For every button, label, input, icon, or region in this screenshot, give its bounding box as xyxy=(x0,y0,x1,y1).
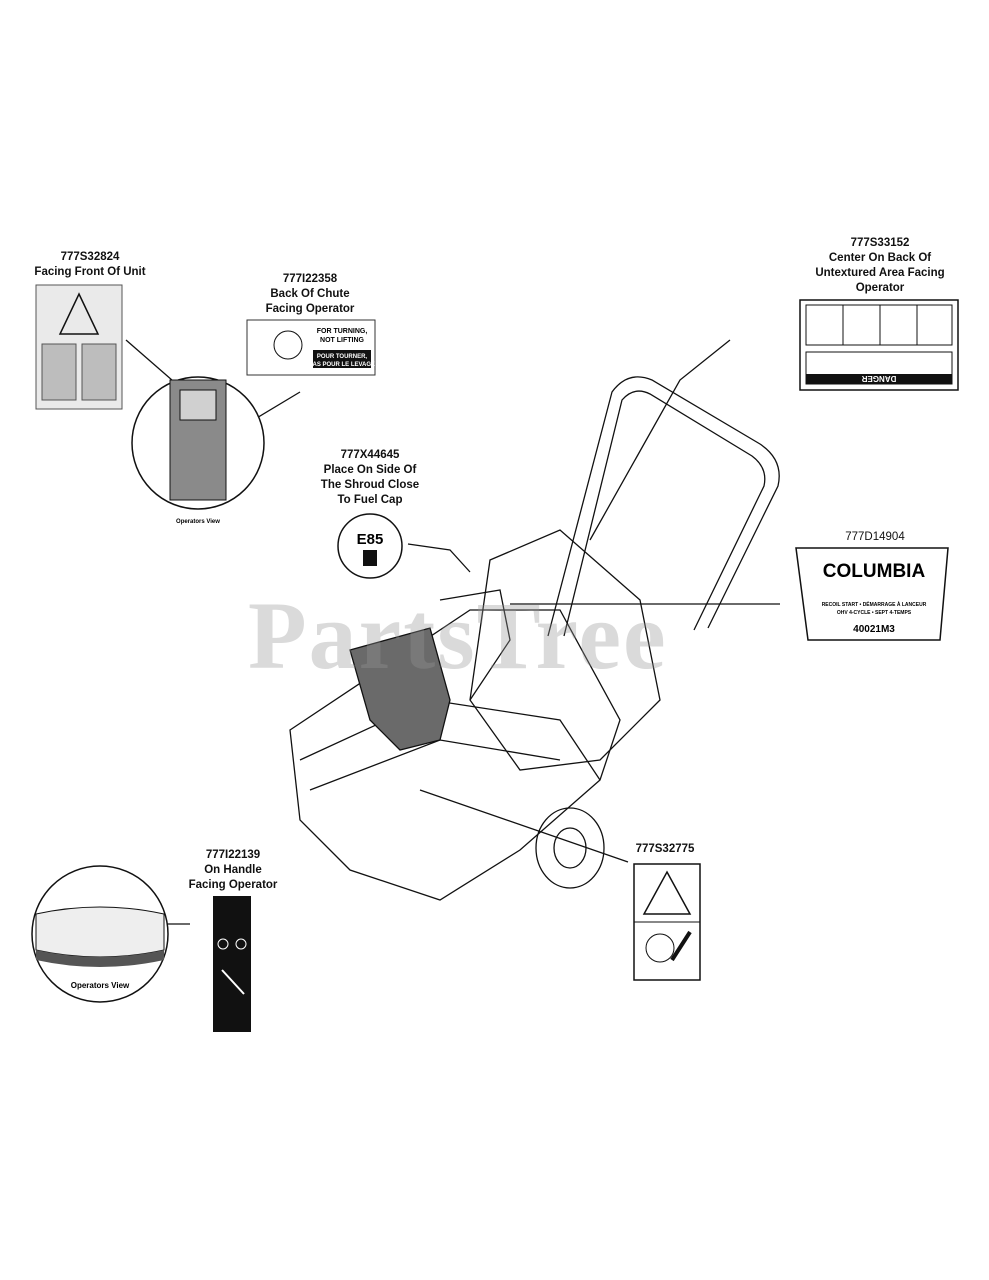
wheel xyxy=(535,807,605,889)
callout-777D14904: 777D14904 xyxy=(820,530,930,545)
operator-view-circle-2 xyxy=(31,865,169,1003)
decal-777S32824 xyxy=(35,284,123,410)
watermark: PartsTree xyxy=(248,582,668,689)
part-number: 777S32824 xyxy=(60,251,120,263)
callout-777S32824: 777S32824 Facing Front Of Unit xyxy=(10,250,170,280)
callout-777S32775: 777S32775 xyxy=(610,842,720,857)
e85-label: E85 xyxy=(357,531,384,548)
chute-decal-line-1: FOR TURNING, xyxy=(317,328,368,335)
decal-777S33152: DANGER xyxy=(799,299,959,391)
part-number: 777I22139 xyxy=(205,849,261,861)
callout-line: Back Of Chute xyxy=(270,288,350,300)
chute-decal-line-4: PAS POUR LE LEVAGE xyxy=(309,362,375,368)
operator-view-circle-1 xyxy=(131,376,265,510)
decal-777I22358: FOR TURNING, NOT LIFTING POUR TOURNER, P… xyxy=(246,319,376,376)
decal-777S32775 xyxy=(633,863,701,981)
part-number: 777S32775 xyxy=(635,843,695,855)
callout-line: Untextured Area Facing xyxy=(815,267,945,279)
chute-decal-line-2: NOT LIFTING xyxy=(320,337,364,344)
brand-sub-line-2: OHV 4-CYCLE • SEPT 4-TEMPS xyxy=(837,610,912,616)
handle-inner xyxy=(563,390,766,637)
part-number: 777S33152 xyxy=(850,237,910,249)
callout-line: Center On Back Of xyxy=(828,252,932,264)
callout-line: Operator xyxy=(855,282,905,294)
danger-label: DANGER xyxy=(861,374,896,383)
callout-777X44645: 777X44645 Place On Side Of The Shroud Cl… xyxy=(290,448,450,508)
discharge-chute xyxy=(349,627,451,751)
decal-777I22139 xyxy=(213,896,251,1032)
brand-logo: COLUMBIA xyxy=(823,561,926,582)
callout-line: Facing Operator xyxy=(265,303,355,315)
callout-line: Facing Operator xyxy=(188,879,278,891)
operators-view-label-1: Operators View xyxy=(176,519,220,525)
chute-decal-line-3: POUR TOURNER, xyxy=(317,354,368,360)
part-number: 777D14904 xyxy=(845,531,905,543)
callout-777S33152: 777S33152 Center On Back Of Untextured A… xyxy=(790,236,970,296)
callout-777I22358: 777I22358 Back Of Chute Facing Operator xyxy=(230,272,390,317)
callout-line: To Fuel Cap xyxy=(337,494,403,506)
part-number: 777X44645 xyxy=(340,449,400,461)
auger-housing xyxy=(289,609,621,901)
handle-bar xyxy=(547,376,780,637)
model-number: 40021M3 xyxy=(853,624,895,635)
callout-line: Place On Side Of xyxy=(323,464,417,476)
callout-777I22139: 777I22139 On Handle Facing Operator xyxy=(153,848,313,893)
callout-line: The Shroud Close xyxy=(320,479,420,491)
callout-line: Facing Front Of Unit xyxy=(34,266,146,278)
brand-sub-line-1: RECOIL START • DÉMARRAGE À LANCEUR xyxy=(822,600,927,608)
callout-line: On Handle xyxy=(204,864,262,876)
decal-777X44645: E85 xyxy=(337,513,403,579)
operators-view-label-2: Operators View xyxy=(71,981,130,990)
engine-shroud xyxy=(469,529,661,771)
decal-777D14904: COLUMBIA RECOIL START • DÉMARRAGE À LANC… xyxy=(795,547,949,641)
part-number: 777I22358 xyxy=(282,273,338,285)
